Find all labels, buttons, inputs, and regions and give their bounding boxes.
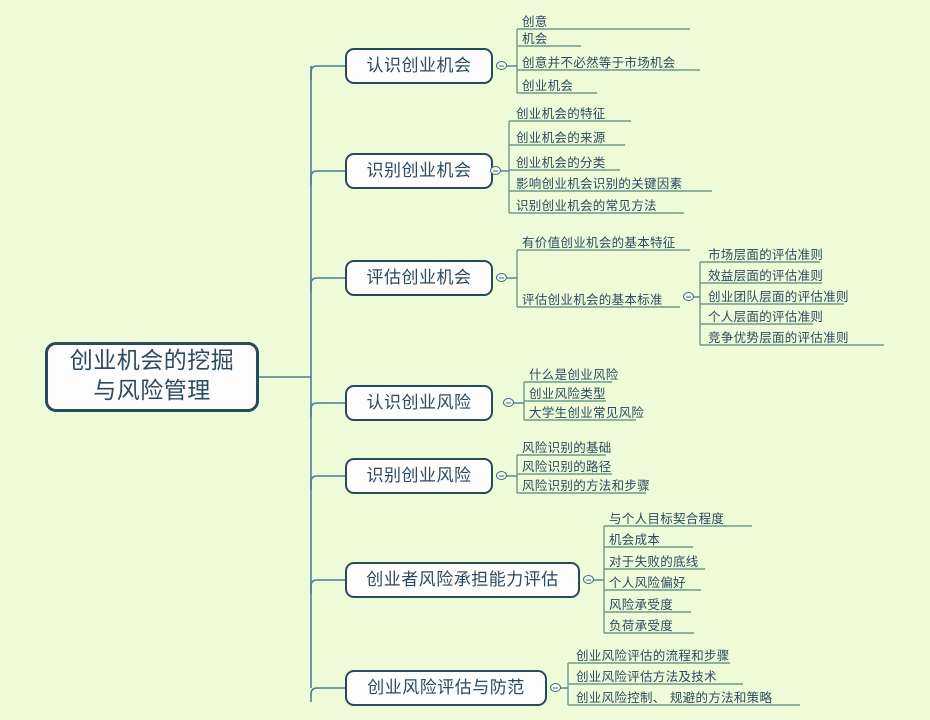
trunk-elbow-3 [310, 277, 345, 292]
leaf-item[interactable]: 创意 [522, 14, 548, 29]
leaf-item[interactable]: 负荷承受度 [609, 618, 674, 633]
trunk-elbow-4 [310, 402, 345, 417]
leaf-item[interactable]: 创业风险类型 [529, 386, 606, 401]
branch-node-1[interactable]: 认识创业机会 [345, 48, 493, 84]
branch-node-5[interactable]: 识别创业风险 [345, 458, 493, 494]
toggle-subbranch-evaluation-criteria[interactable] [683, 292, 694, 301]
trunk-elbow-1 [310, 65, 345, 80]
trunk-elbow-7 [310, 687, 345, 702]
leaf-item[interactable]: 风险承受度 [609, 597, 674, 612]
leaf-item[interactable]: 风险识别的方法和步骤 [522, 478, 651, 493]
branch-node-4[interactable]: 认识创业风险 [345, 385, 493, 421]
leaf-item[interactable]: 效益层面的评估准则 [708, 268, 824, 283]
toggle-branch-3[interactable] [496, 273, 507, 282]
leaf-item[interactable]: 机会成本 [609, 532, 661, 547]
leaf-item[interactable]: 创业机会的分类 [516, 155, 606, 170]
toggle-branch-7[interactable] [550, 683, 561, 692]
leaf-item[interactable]: 与个人目标契合程度 [609, 511, 725, 526]
leaf-item[interactable]: 创业风险评估方法及技术 [576, 669, 717, 684]
leaf-item[interactable]: 创业机会的特征 [516, 106, 606, 121]
toggle-branch-6[interactable] [583, 575, 594, 584]
leaf-item[interactable]: 识别创业机会的常见方法 [516, 198, 657, 213]
leaf-item[interactable]: 创业风险控制、 规避的方法和策略 [576, 690, 773, 705]
leaf-item[interactable]: 有价值创业机会的基本特征 [522, 235, 676, 250]
trunk-elbow-6 [310, 579, 345, 594]
leaf-item[interactable]: 评估创业机会的基本标准 [522, 292, 663, 307]
leaf-item[interactable]: 机会 [522, 31, 548, 46]
branch-node-3[interactable]: 评估创业机会 [345, 260, 493, 296]
toggle-branch-2[interactable] [490, 166, 501, 175]
toggle-branch-5[interactable] [496, 471, 507, 480]
leaf-item[interactable]: 影响创业机会识别的关键因素 [516, 176, 683, 191]
leaf-item[interactable]: 个人风险偏好 [609, 575, 686, 590]
branch-node-6[interactable]: 创业者风险承担能力评估 [345, 562, 580, 598]
leaf-item[interactable]: 个人层面的评估准则 [708, 309, 824, 324]
trunk-elbow-2 [310, 170, 345, 185]
leaf-item[interactable]: 创业风险评估的流程和步骤 [576, 648, 730, 663]
leaf-item[interactable]: 风险识别的基础 [522, 440, 612, 455]
leaf-item[interactable]: 市场层面的评估准则 [708, 247, 824, 262]
leaf-item[interactable]: 创业团队层面的评估准则 [708, 289, 849, 304]
leaf-item[interactable]: 大学生创业常见风险 [529, 405, 645, 420]
leaf-item[interactable]: 风险识别的路径 [522, 459, 612, 474]
toggle-branch-1[interactable] [496, 61, 507, 70]
leaf-item[interactable]: 创业机会的来源 [516, 130, 606, 145]
branch-node-7[interactable]: 创业风险评估与防范 [345, 670, 547, 706]
root-node[interactable]: 创业机会的挖掘 与风险管理 [45, 342, 259, 412]
leaf-item[interactable]: 什么是创业风险 [529, 367, 619, 382]
trunk-elbow-5 [310, 475, 345, 490]
leaf-item[interactable]: 创意并不必然等于市场机会 [522, 55, 676, 70]
toggle-branch-4[interactable] [503, 398, 514, 407]
branch-node-2[interactable]: 识别创业机会 [345, 153, 493, 189]
leaf-item[interactable]: 创业机会 [522, 78, 574, 93]
leaf-item[interactable]: 对于失败的底线 [609, 554, 699, 569]
leaf-item[interactable]: 竞争优势层面的评估准则 [708, 330, 849, 345]
